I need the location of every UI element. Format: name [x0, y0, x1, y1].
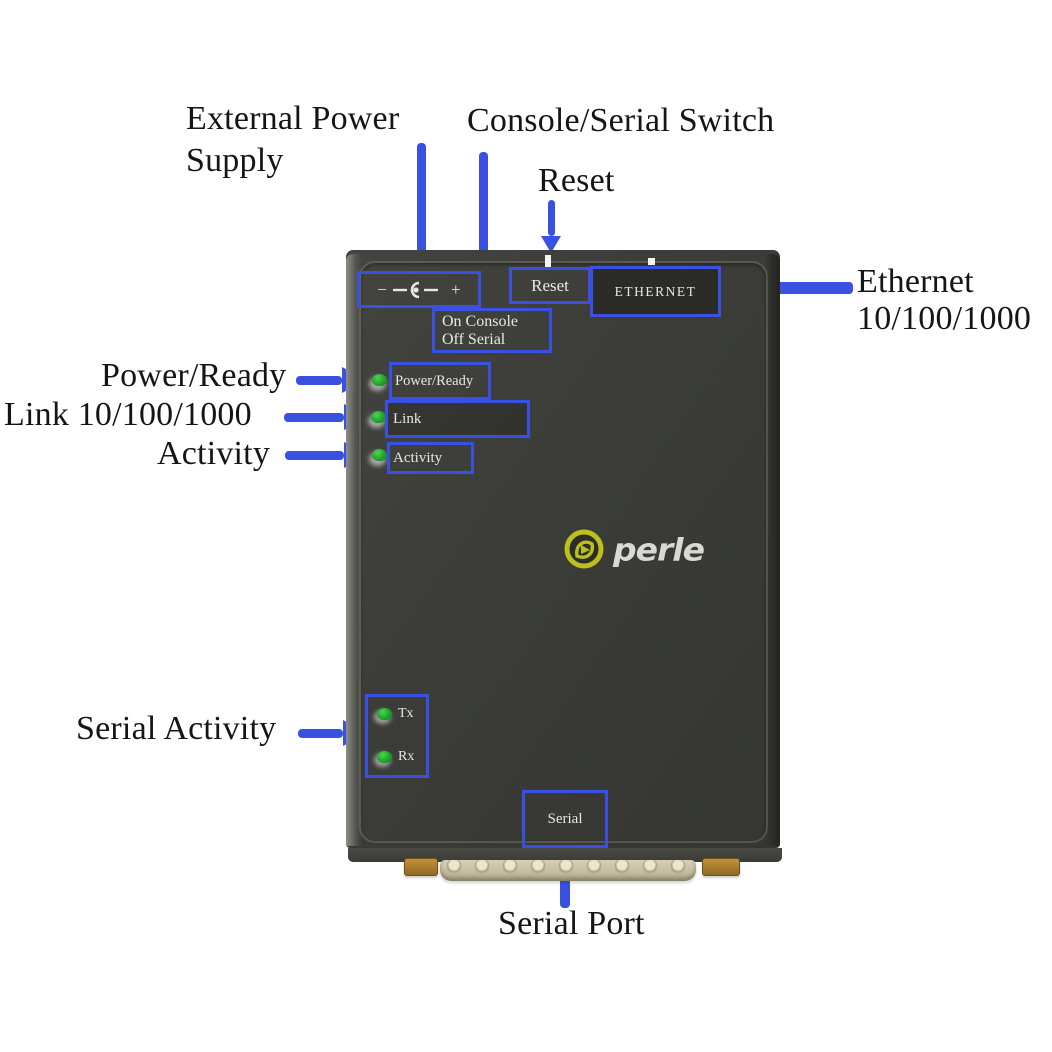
dc-polarity-icon — [393, 281, 438, 298]
device-right-edge — [765, 254, 780, 846]
rx-led — [377, 751, 392, 763]
label-console-serial-switch: Console/Serial Switch — [467, 102, 775, 139]
activity-callout: Activity — [387, 442, 474, 474]
panel-label-activity: Activity — [393, 449, 443, 466]
reset-button-callout: Reset — [509, 267, 591, 304]
panel-label-tx: Tx — [398, 706, 414, 721]
label-link: Link 10/100/1000 — [4, 396, 252, 433]
rx-row: Rx — [377, 749, 414, 765]
ethernet-port-callout: ETHERNET — [590, 266, 721, 317]
brand-logo: perle — [562, 527, 705, 571]
serial-port-callout: Serial — [522, 790, 608, 848]
panel-label-ethernet: ETHERNET — [614, 283, 697, 299]
tx-led — [377, 708, 392, 720]
device-panel-bevel — [359, 261, 768, 843]
screw-post-right — [702, 858, 740, 876]
label-activity: Activity — [157, 435, 271, 472]
perle-logo-icon — [564, 529, 604, 569]
device-bottom-edge — [348, 848, 782, 862]
panel-label-console-on: On Console — [442, 312, 518, 330]
screw-post-left — [404, 858, 438, 876]
device-left-edge — [346, 254, 362, 846]
label-power-ready: Power/Ready — [101, 357, 287, 394]
panel-label-reset: Reset — [531, 275, 569, 295]
serial-activity-callout: Tx Rx — [365, 694, 429, 778]
arrow-shaft — [478, 152, 488, 301]
panel-label-console-off: Off Serial — [442, 330, 506, 348]
label-ethernet: Ethernet 10/100/1000 — [857, 263, 1032, 338]
console-switch-callout: On Console Off Serial — [432, 308, 552, 353]
arrow-head-icon — [541, 236, 561, 253]
label-external-power-supply: External Power Supply — [186, 100, 400, 180]
ethernet-top-marker — [648, 258, 655, 265]
link-led — [371, 411, 386, 423]
panel-label-power-ready: Power/Ready — [395, 372, 474, 389]
power-connector-callout: − + — [357, 271, 481, 308]
reset-arrow — [541, 200, 561, 253]
label-serial-port: Serial Port — [498, 905, 645, 942]
arrow-shaft — [284, 412, 344, 422]
activity-led — [372, 449, 387, 461]
panel-label-rx: Rx — [398, 749, 415, 764]
arrow-shaft — [285, 450, 344, 460]
power-ready-callout: Power/Ready — [389, 362, 491, 400]
power-ready-led — [372, 374, 387, 386]
arrow-shaft — [560, 868, 570, 908]
brand-name: perle — [613, 530, 705, 568]
link-callout: Link — [385, 400, 530, 438]
panel-label-serial: Serial — [547, 810, 583, 827]
arrow-shaft — [296, 375, 342, 385]
arrow-shaft — [416, 143, 426, 253]
reset-pinhole-marker — [545, 255, 551, 270]
panel-label-link: Link — [393, 410, 422, 427]
serial-connector-pins — [440, 860, 696, 881]
arrow-shaft — [547, 200, 555, 236]
arrow-shaft — [298, 728, 343, 738]
label-reset: Reset — [538, 162, 615, 199]
polarity-plus: + — [451, 280, 461, 299]
label-serial-activity: Serial Activity — [76, 710, 277, 747]
device-front-panel: − + Reset ETHERNET On Console Off Serial… — [346, 250, 780, 848]
polarity-minus: − — [377, 280, 387, 299]
arrow-shaft — [760, 282, 853, 294]
tx-row: Tx — [377, 706, 414, 722]
